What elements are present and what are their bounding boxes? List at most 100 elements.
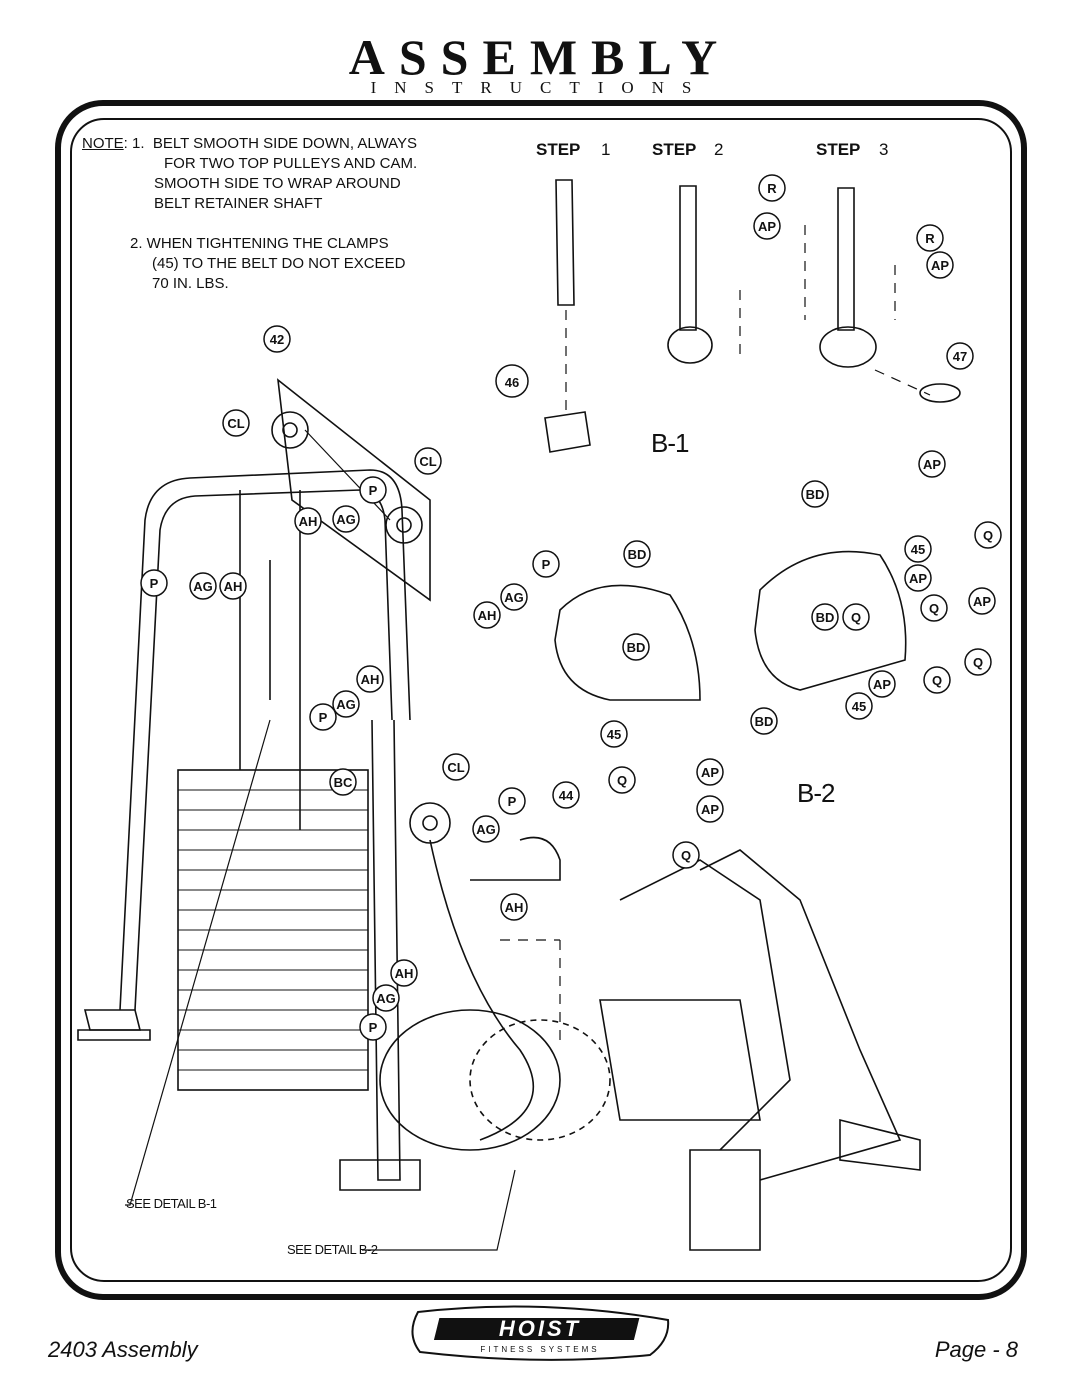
svg-text:BD: BD: [755, 714, 774, 729]
svg-text:AH: AH: [299, 514, 318, 529]
svg-text:47: 47: [953, 349, 967, 364]
callout-q-2: Q: [842, 603, 870, 631]
callout-ah-4: AH: [356, 665, 384, 693]
callout-bubbles: 42 CL CL CL P P P P P AH AG AG AH AH AG …: [140, 174, 1002, 1041]
svg-text:BD: BD: [628, 547, 647, 562]
svg-text:BD: BD: [627, 640, 646, 655]
callout-bd-3: BD: [750, 707, 778, 735]
step-1-number: 1: [601, 140, 611, 159]
svg-text:45: 45: [607, 727, 621, 742]
svg-text:AP: AP: [923, 457, 941, 472]
callout-q-5: Q: [923, 666, 951, 694]
svg-text:AG: AG: [336, 512, 356, 527]
svg-text:44: 44: [559, 788, 574, 803]
see-detail-b1: SEE DETAIL B-1: [126, 1196, 217, 1211]
callout-ap-4: AP: [904, 564, 932, 592]
footer-model: 2403 Assembly: [48, 1337, 198, 1362]
note-prefix: NOTE: [82, 135, 124, 152]
svg-text:Q: Q: [929, 601, 939, 616]
callout-ah-1: AH: [294, 507, 322, 535]
machine-frame-lines: [77, 179, 961, 1251]
note-line-4: BELT RETAINER SHAFT: [154, 195, 323, 212]
svg-text:Q: Q: [973, 655, 983, 670]
callout-p-4: P: [309, 703, 337, 731]
callout-q-3: Q: [920, 594, 948, 622]
callout-r-2: R: [916, 224, 944, 252]
svg-text:P: P: [542, 557, 551, 572]
callout-ap-1: AP: [753, 212, 781, 240]
svg-text:AG: AG: [476, 822, 496, 837]
svg-text:AH: AH: [505, 900, 524, 915]
callout-bd-4: BD: [623, 540, 651, 568]
note-line-6: (45) TO THE BELT DO NOT EXCEED: [152, 255, 406, 272]
callout-q-4: Q: [964, 648, 992, 676]
callout-q-6: Q: [608, 766, 636, 794]
callout-ah-3: AH: [473, 601, 501, 629]
svg-text:R: R: [925, 231, 935, 246]
detail-b1-label: B-1: [651, 428, 689, 458]
svg-text:Q: Q: [851, 610, 861, 625]
svg-text:AG: AG: [336, 697, 356, 712]
callout-cl-2: CL: [414, 447, 442, 475]
callout-cl-1: CL: [222, 409, 250, 437]
callout-p-5: P: [498, 787, 526, 815]
callout-46: 46: [495, 364, 529, 398]
step-3-number: 3: [879, 140, 889, 159]
callout-45-2: 45: [845, 692, 873, 720]
callout-45-3: 45: [600, 720, 628, 748]
svg-text:Q: Q: [617, 773, 627, 788]
svg-text:42: 42: [270, 332, 284, 347]
note-line-3: SMOOTH SIDE TO WRAP AROUND: [154, 175, 401, 192]
svg-text:45: 45: [911, 542, 925, 557]
svg-text:Q: Q: [932, 673, 942, 688]
svg-text:AH: AH: [478, 608, 497, 623]
svg-text:BD: BD: [806, 487, 825, 502]
callout-bd-5: BD: [622, 633, 650, 661]
see-detail-b2: SEE DETAIL B-2: [287, 1242, 378, 1257]
svg-text:AH: AH: [395, 966, 414, 981]
diagram-frame-outer: [55, 100, 1027, 1300]
svg-text:46: 46: [505, 375, 519, 390]
callout-ah-2: AH: [219, 572, 247, 600]
svg-text:R: R: [767, 181, 777, 196]
svg-text:AG: AG: [504, 590, 524, 605]
callout-p-2: P: [140, 569, 168, 597]
callout-ag-4: AG: [332, 690, 360, 718]
callout-ag-2: AG: [189, 572, 217, 600]
callout-bd-1: BD: [801, 480, 829, 508]
svg-text:P: P: [319, 710, 328, 725]
callout-ah-6: AH: [390, 959, 418, 987]
footer-page-number: Page - 8: [934, 1337, 1018, 1362]
callout-ag-1: AG: [332, 505, 360, 533]
callout-ah-5: AH: [500, 893, 528, 921]
svg-text:AP: AP: [758, 219, 776, 234]
svg-text:AG: AG: [376, 991, 396, 1006]
callout-ap-5: AP: [968, 587, 996, 615]
svg-text:AH: AH: [224, 579, 243, 594]
callout-p-6: P: [359, 1013, 387, 1041]
svg-text:BC: BC: [334, 775, 353, 790]
svg-text:P: P: [369, 483, 378, 498]
callout-bc: BC: [329, 768, 357, 796]
svg-text:45: 45: [852, 699, 866, 714]
step-2-number: 2: [714, 140, 724, 159]
svg-text:P: P: [508, 794, 517, 809]
svg-text:Q: Q: [983, 528, 993, 543]
callout-44: 44: [552, 781, 580, 809]
svg-text:AP: AP: [873, 677, 891, 692]
step-1-label: STEP: [536, 140, 581, 159]
note-line-1: NOTE: 1. BELT SMOOTH SIDE DOWN, ALWAYS: [82, 134, 417, 154]
svg-text:AP: AP: [973, 594, 991, 609]
callout-ag-5: AG: [472, 815, 500, 843]
step-2-label: STEP: [652, 140, 697, 159]
svg-text:AH: AH: [361, 672, 380, 687]
svg-text:AP: AP: [701, 802, 719, 817]
note-text-1: : 1. BELT SMOOTH SIDE DOWN, ALWAYS: [123, 135, 418, 152]
callout-ag-6: AG: [372, 984, 400, 1012]
callout-ap-7: AP: [696, 758, 724, 786]
svg-text:AG: AG: [193, 579, 213, 594]
hoist-logo: HOIST FITNESS SYSTEMS: [411, 1305, 670, 1361]
svg-text:BD: BD: [816, 610, 835, 625]
note-line-5: 2. WHEN TIGHTENING THE CLAMPS: [130, 235, 389, 252]
